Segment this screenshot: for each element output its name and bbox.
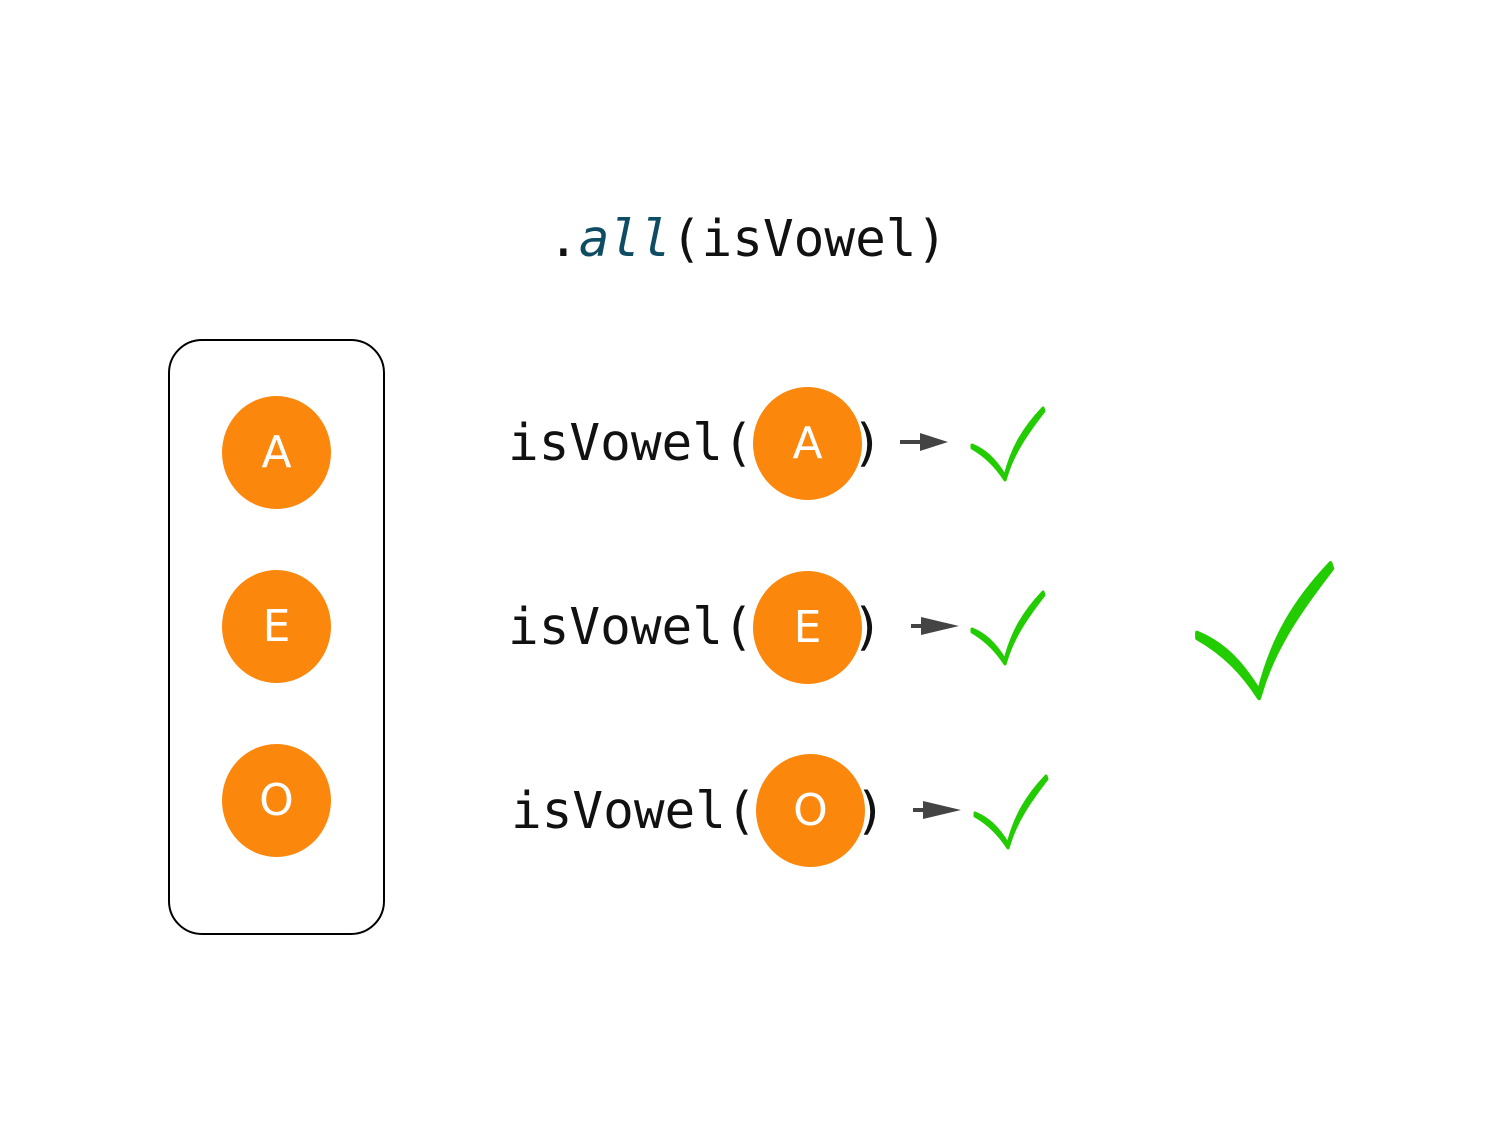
check-icon [970,590,1046,666]
arrow-icon [911,617,959,635]
method-name: all [578,210,671,269]
row-3-func: isVowel( [511,782,757,841]
collection-box [168,339,385,935]
arrow-icon [900,433,948,451]
row-3-close: ) [855,782,886,841]
collection-item-o: O [222,744,331,857]
row-1-func: isVowel( [508,414,754,473]
row-2-func: isVowel( [508,598,754,657]
expression-title: .all(isVowel) [548,214,947,265]
check-icon [970,406,1046,482]
check-icon [973,774,1049,850]
row-2-arg: E [753,571,862,684]
dot: . [548,210,579,269]
method-args: (isVowel) [670,210,948,269]
row-2-close: ) [852,598,883,657]
arrow-icon [913,801,961,819]
final-check-icon [1195,561,1335,701]
row-3-arg: O [756,754,865,867]
collection-item-a: A [222,396,331,509]
collection-item-e: E [222,570,331,683]
row-1-close: ) [852,414,883,473]
row-1-arg: A [753,387,862,500]
